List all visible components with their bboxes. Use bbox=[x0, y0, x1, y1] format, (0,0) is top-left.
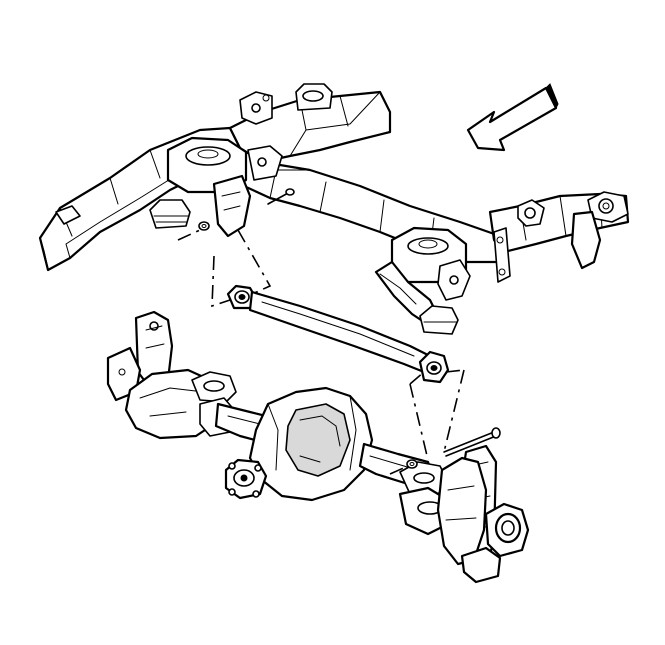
bolt-icon bbox=[443, 427, 501, 457]
direction-arrow-icon bbox=[466, 83, 559, 152]
track-bar-rod bbox=[226, 284, 450, 384]
rear-axle-assembly bbox=[106, 310, 530, 584]
nut-icon bbox=[198, 221, 210, 231]
axle-nut-icon bbox=[406, 459, 418, 469]
frame-bolt-icon bbox=[267, 188, 295, 205]
vehicle-frame bbox=[38, 83, 630, 335]
